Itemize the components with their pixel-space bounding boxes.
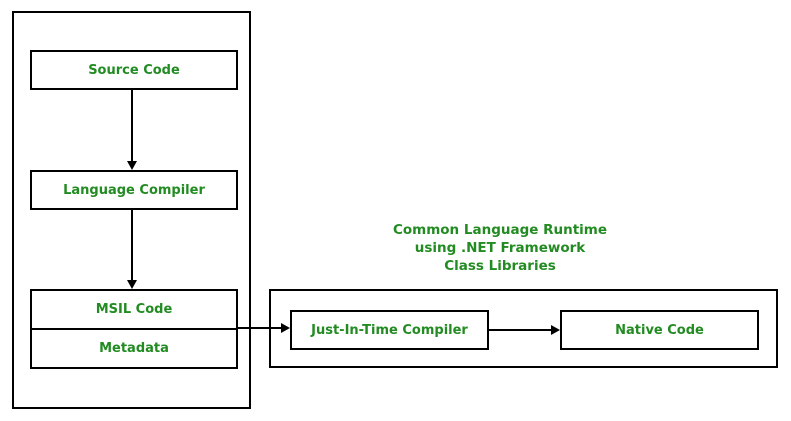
arrow-line	[131, 90, 133, 161]
native-code-box: Native Code	[560, 310, 759, 350]
language-compiler-box: Language Compiler	[30, 170, 238, 210]
msil-code-cell: MSIL Code	[32, 291, 236, 330]
msil-metadata-box: MSIL Code Metadata	[30, 289, 238, 369]
jit-compiler-label: Just-In-Time Compiler	[311, 322, 468, 338]
metadata-cell: Metadata	[32, 330, 236, 367]
arrowhead-right-icon	[551, 325, 560, 335]
clr-heading: Common Language Runtime using .NET Frame…	[392, 222, 608, 274]
jit-compiler-box: Just-In-Time Compiler	[290, 310, 489, 350]
source-code-label: Source Code	[88, 62, 180, 78]
msil-code-label: MSIL Code	[95, 302, 173, 317]
source-code-box: Source Code	[30, 50, 238, 90]
language-compiler-label: Language Compiler	[63, 182, 205, 198]
arrowhead-down-icon	[127, 280, 137, 289]
arrow-line	[131, 210, 133, 280]
arrowhead-right-icon	[281, 323, 290, 333]
native-code-label: Native Code	[615, 322, 704, 338]
arrow-line	[489, 329, 551, 331]
metadata-label: Metadata	[99, 341, 169, 356]
arrowhead-down-icon	[127, 161, 137, 170]
arrow-line	[238, 327, 281, 329]
clr-stage-container	[269, 289, 778, 368]
compilation-stage-container	[12, 11, 251, 409]
